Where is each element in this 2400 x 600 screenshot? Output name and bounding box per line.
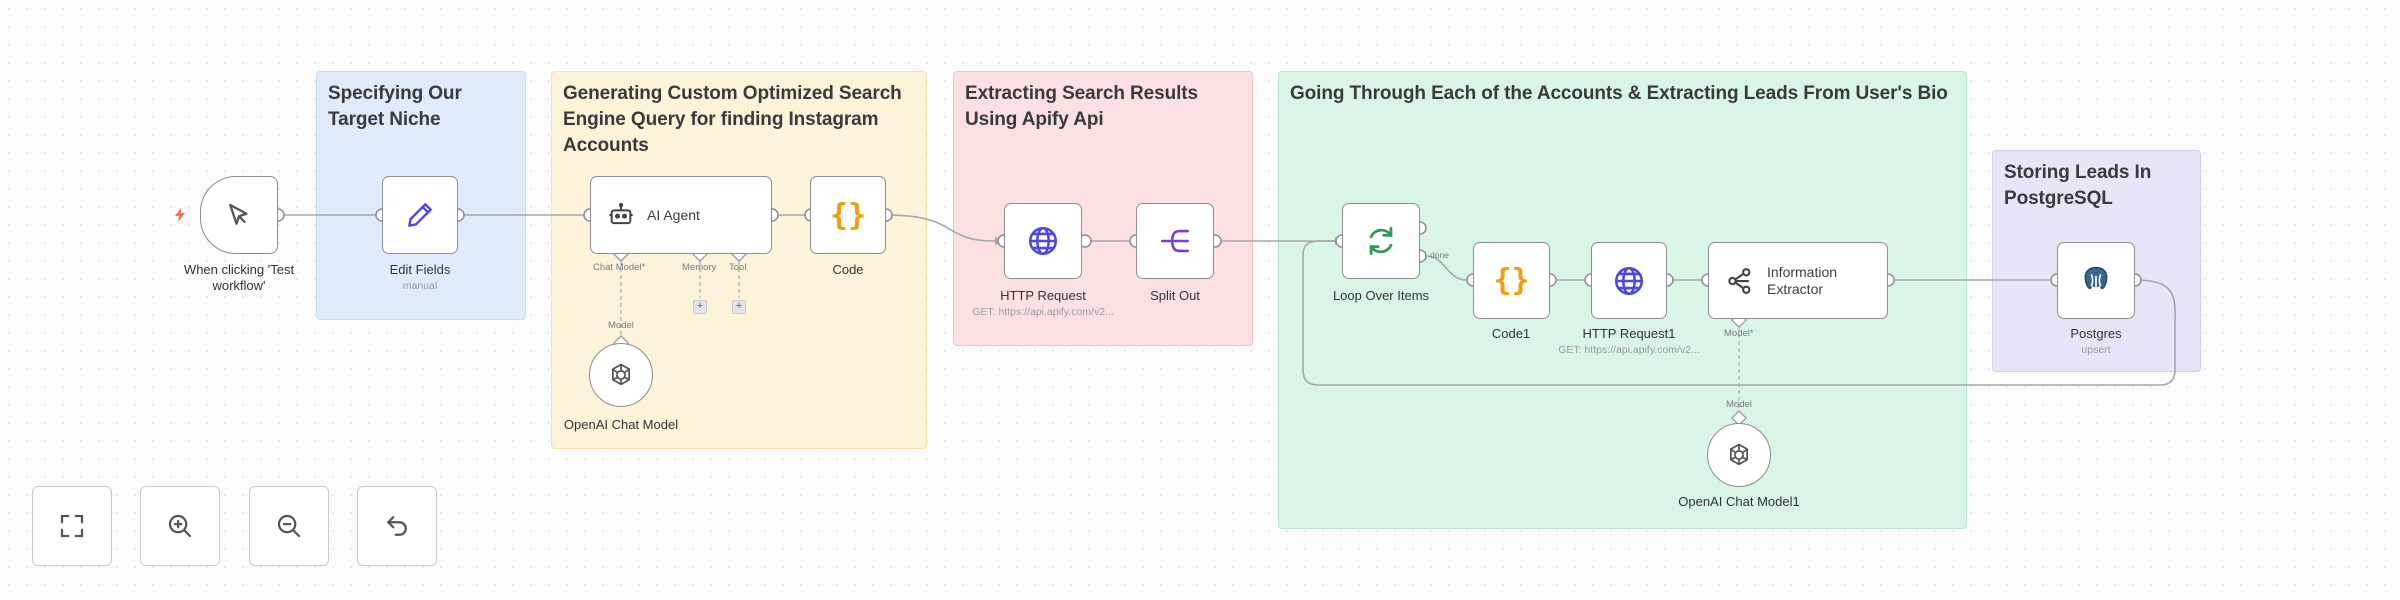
node-label-code1: Code1	[1491, 326, 1531, 341]
openai-logo-icon	[1725, 441, 1753, 469]
refresh-loop-icon	[1364, 224, 1398, 258]
pencil-icon	[404, 199, 436, 231]
port-label-tool: Tool	[729, 262, 747, 273]
fit-view-icon	[57, 511, 87, 541]
postgres-node[interactable]	[2057, 242, 2135, 319]
port-label-chat-model: Chat Model*	[593, 262, 646, 273]
node-label-postgres: Postgres	[2070, 326, 2122, 341]
globe-icon	[1612, 264, 1646, 298]
code-braces-icon: {}	[829, 197, 867, 233]
node-label-loop-over-items: Loop Over Items	[1332, 288, 1430, 303]
loop-over-items-node[interactable]	[1342, 203, 1420, 279]
node-label-openai1: OpenAI Chat Model1	[1678, 494, 1800, 509]
sticky-title: Extracting Search Results Using Apify Ap…	[965, 83, 1198, 130]
sticky-title: Generating Custom Optimized Search Engin…	[563, 83, 902, 156]
zoom-out-button[interactable]	[249, 486, 329, 566]
node-sub-edit-fields: manual	[402, 280, 438, 292]
edge-label-model: Model	[1726, 399, 1752, 410]
code-node[interactable]: {}	[810, 176, 886, 254]
cursor-click-icon	[224, 200, 254, 230]
node-label-split-out: Split Out	[1150, 288, 1200, 303]
split-out-node[interactable]	[1136, 203, 1214, 279]
node-sub-postgres: upsert	[2081, 344, 2111, 356]
reset-zoom-icon	[382, 511, 412, 541]
postgres-elephant-icon	[2078, 263, 2114, 299]
openai-logo-icon	[607, 361, 635, 389]
node-label-trigger: When clicking 'Test workflow'	[183, 262, 295, 293]
reset-zoom-button[interactable]	[357, 486, 437, 566]
manual-trigger-node[interactable]	[200, 176, 278, 254]
sticky-title: Going Through Each of the Accounts & Ext…	[1290, 83, 1948, 104]
ai-agent-node[interactable]: AI Agent	[590, 176, 772, 254]
zoom-out-icon	[274, 511, 304, 541]
openai-chat-model-node[interactable]	[589, 343, 653, 407]
node-label-information-extractor: Information Extractor	[1767, 263, 1838, 297]
add-memory-button[interactable]: +	[693, 300, 707, 314]
node-label-http-request: HTTP Request	[1000, 288, 1086, 303]
port-label-done: done	[1430, 250, 1449, 260]
add-tool-button[interactable]: +	[732, 300, 746, 314]
code-braces-icon: {}	[1493, 263, 1530, 298]
fit-view-button[interactable]	[32, 486, 112, 566]
sticky-title: Storing Leads In PostgreSQL	[2004, 162, 2152, 209]
node-sub-http-request: GET: https://api.apify.com/v2...	[972, 306, 1114, 318]
port-label-model: Model*	[1724, 328, 1754, 339]
openai-chat-model1-node[interactable]	[1707, 423, 1771, 487]
node-label-code: Code	[832, 262, 864, 277]
code1-node[interactable]: {}	[1473, 242, 1550, 319]
node-label-http-request1: HTTP Request1	[1582, 326, 1676, 341]
information-extractor-node[interactable]: Information Extractor	[1708, 242, 1888, 319]
node-sub-http-request1: GET: https://api.apify.com/v2...	[1558, 344, 1700, 356]
globe-icon	[1026, 224, 1060, 258]
http-request-node[interactable]	[1004, 203, 1082, 279]
node-label-edit-fields: Edit Fields	[389, 262, 451, 277]
node-label-ai-agent: AI Agent	[647, 206, 700, 223]
zoom-in-icon	[165, 511, 195, 541]
sticky-target-niche[interactable]: Specifying Our Target Niche	[316, 71, 526, 320]
node-label-openai: OpenAI Chat Model	[563, 417, 679, 432]
http-request1-node[interactable]	[1591, 242, 1667, 319]
trigger-bolt-icon	[175, 208, 185, 222]
zoom-in-button[interactable]	[140, 486, 220, 566]
edge-label-model: Model	[608, 320, 634, 331]
split-out-icon	[1158, 224, 1192, 258]
extractor-nodes-icon	[1725, 266, 1755, 296]
port-label-memory: Memory	[682, 262, 717, 273]
robot-icon	[607, 201, 635, 229]
sticky-title: Specifying Our Target Niche	[328, 83, 462, 130]
edit-fields-node[interactable]	[382, 176, 458, 254]
